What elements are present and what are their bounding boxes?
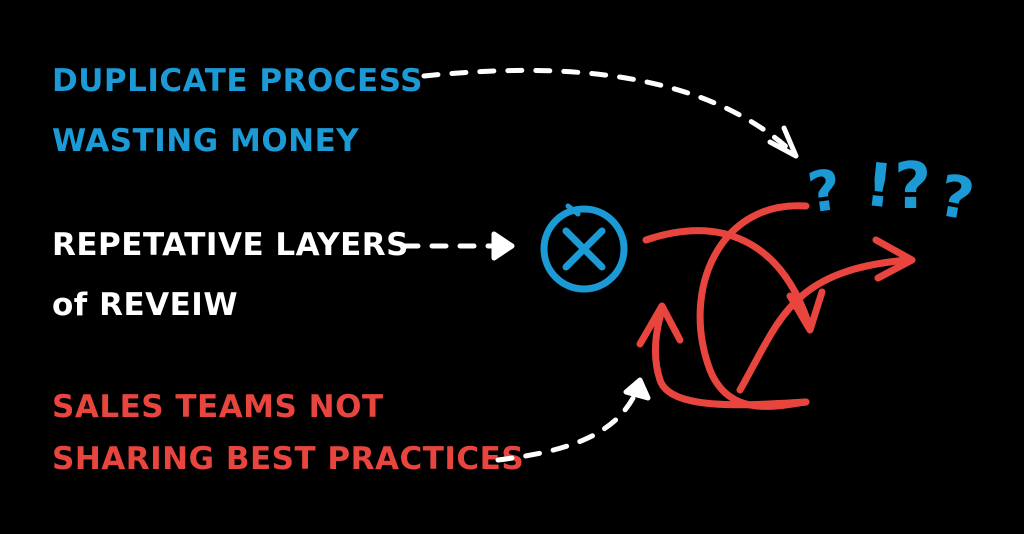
question-mark-3: ? [934, 161, 979, 234]
question-mark-1: ? [804, 158, 845, 227]
question-marks: ? ! ? ? [804, 150, 979, 234]
dashed-arrow-middle [401, 231, 515, 261]
question-mark-2: ? [894, 150, 931, 224]
x-circle-icon [540, 203, 628, 293]
tangled-arrows [636, 202, 916, 410]
exclamation-mark: ! [862, 150, 897, 222]
label-repetative-layers: REPETATIVE LAYERS [52, 227, 410, 263]
label-sharing-best-practices: SHARING BEST PRACTICES [52, 441, 525, 477]
label-of-review: of REVEIW [52, 287, 239, 323]
label-wasting-money: WASTING MONEY [52, 123, 360, 159]
label-sales-teams-not: SALES TEAMS NOT [52, 389, 384, 425]
label-duplicate-process: DUPLICATE PROCESS [52, 63, 423, 99]
dashed-arrow-top [421, 67, 799, 159]
dashed-arrow-bottom [495, 377, 651, 463]
